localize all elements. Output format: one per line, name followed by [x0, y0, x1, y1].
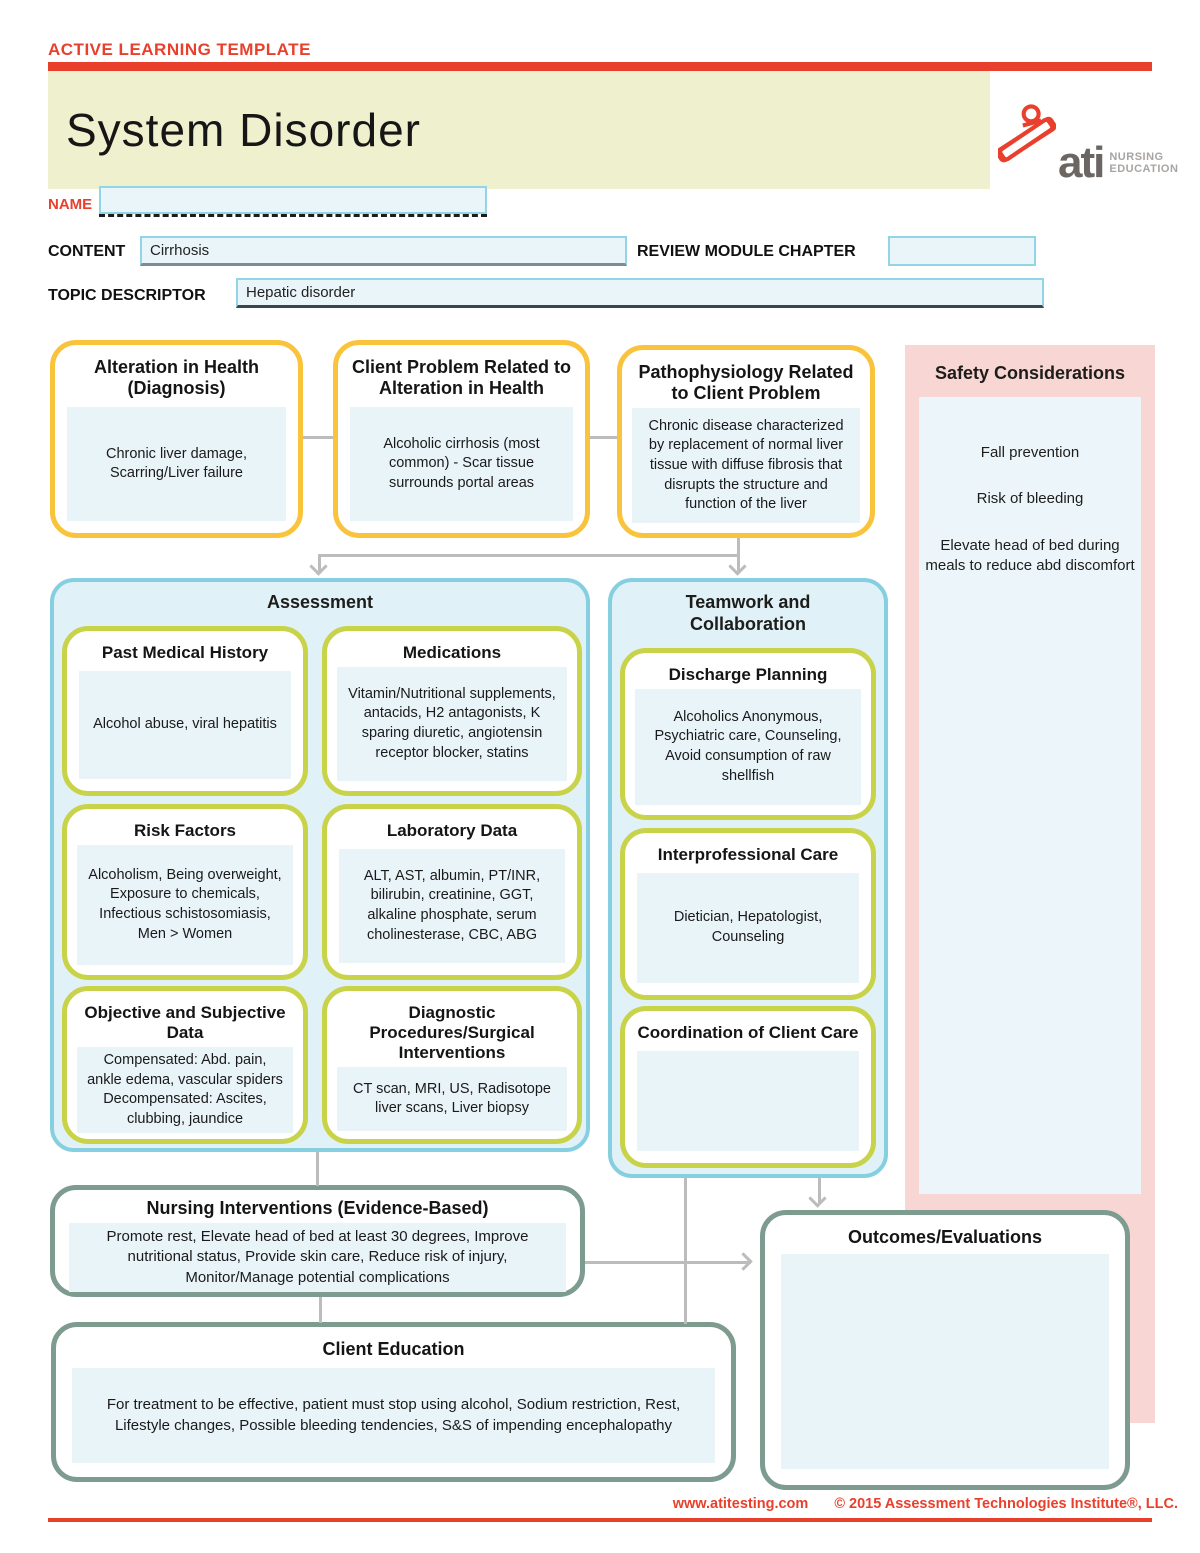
- coordination-client-care-field[interactable]: [637, 1051, 859, 1151]
- active-learning-template-label: ACTIVE LEARNING TEMPLATE: [48, 40, 311, 59]
- box-discharge-planning: Discharge Planning Alcoholics Anonymous,…: [620, 648, 876, 820]
- content-label: CONTENT: [48, 243, 126, 260]
- ati-logo-education: EDUCATION: [1109, 163, 1179, 176]
- box-risk-factors: Risk Factors Alcoholism, Being overweigh…: [62, 804, 308, 980]
- ati-logo-subtext: NURSING EDUCATION: [1109, 151, 1178, 176]
- teamwork-title: Teamwork and Collaboration: [685, 592, 811, 634]
- connector-line: [318, 554, 321, 572]
- box-pathophysiology-field[interactable]: Chronic disease characterized by replace…: [632, 408, 860, 523]
- laboratory-data-field[interactable]: ALT, AST, albumin, PT/INR, bilirubin, cr…: [339, 849, 565, 963]
- objective-subjective-title: Objective and Subjective Data: [84, 1003, 286, 1043]
- review-module-chapter-label: REVIEW MODULE CHAPTER: [637, 243, 856, 260]
- medications-field[interactable]: Vitamin/Nutritional supplements, antacid…: [337, 667, 567, 781]
- box-nursing-interventions: Nursing Interventions (Evidence-Based) P…: [50, 1185, 585, 1297]
- box-client-problem-field[interactable]: Alcoholic cirrhosis (most common) - Scar…: [350, 407, 573, 521]
- safety-item: Risk of bleeding: [976, 490, 1084, 508]
- client-education-title: Client Education: [322, 1339, 465, 1359]
- footer-red-line: [48, 1518, 1152, 1522]
- page-title: System Disorder: [66, 104, 421, 156]
- ati-logo-nursing: NURSING: [1109, 150, 1164, 163]
- footer-copyright: © 2015 Assessment Technologies Institute…: [834, 1496, 1178, 1512]
- nursing-interventions-title: Nursing Interventions (Evidence-Based): [146, 1198, 489, 1218]
- arrow-right-icon: [734, 1252, 753, 1271]
- connector-line: [585, 1261, 751, 1264]
- box-laboratory-data: Laboratory Data ALT, AST, albumin, PT/IN…: [322, 804, 582, 980]
- title-banner: System Disorder: [48, 71, 990, 189]
- box-diagnostic-procedures: Diagnostic Procedures/Surgical Intervent…: [322, 986, 582, 1144]
- discharge-planning-field[interactable]: Alcoholics Anonymous, Psychiatric care, …: [635, 689, 861, 805]
- safety-considerations-field[interactable]: Fall prevention Risk of bleeding Elevate…: [919, 397, 1141, 1194]
- content-input[interactable]: [140, 236, 627, 266]
- footer: www.atitesting.com © 2015 Assessment Tec…: [673, 1496, 1178, 1512]
- name-input[interactable]: [99, 186, 487, 214]
- box-objective-subjective-data: Objective and Subjective Data Compensate…: [62, 986, 308, 1144]
- teamwork-panel: Teamwork and Collaboration Discharge Pla…: [608, 578, 888, 1178]
- past-medical-history-field[interactable]: Alcohol abuse, viral hepatitis: [79, 671, 291, 779]
- laboratory-data-title: Laboratory Data: [386, 821, 518, 840]
- coordination-client-care-title: Coordination of Client Care: [637, 1023, 859, 1042]
- assessment-panel: Assessment Past Medical History Alcohol …: [50, 578, 590, 1152]
- header-red-bar: [48, 62, 1152, 71]
- arrow-down-icon: [808, 1189, 827, 1208]
- box-alteration-in-health: Alteration in Health (Diagnosis) Chronic…: [50, 340, 303, 538]
- outcomes-evaluations-title: Outcomes/Evaluations: [847, 1227, 1043, 1247]
- box-alteration-title: Alteration in Health (Diagnosis): [93, 357, 259, 399]
- box-client-problem-title: Client Problem Related to Alteration in …: [351, 357, 572, 399]
- box-interprofessional-care: Interprofessional Care Dietician, Hepato…: [620, 828, 876, 1000]
- name-label: NAME: [48, 196, 93, 213]
- box-pathophysiology-title: Pathophysiology Related to Client Proble…: [638, 362, 854, 404]
- risk-factors-field[interactable]: Alcoholism, Being overweight, Exposure t…: [77, 845, 293, 965]
- box-alteration-field[interactable]: Chronic liver damage, Scarring/Liver fai…: [67, 407, 286, 521]
- diagnostic-procedures-field[interactable]: CT scan, MRI, US, Radisotope liver scans…: [337, 1067, 567, 1131]
- box-pathophysiology: Pathophysiology Related to Client Proble…: [617, 345, 875, 538]
- past-medical-history-title: Past Medical History: [101, 643, 269, 662]
- box-medications: Medications Vitamin/Nutritional suppleme…: [322, 626, 582, 796]
- connector-line: [590, 436, 617, 439]
- connector-line: [737, 554, 740, 572]
- ati-logo-icon: [995, 95, 1057, 180]
- arrow-down-icon: [728, 557, 747, 576]
- box-past-medical-history: Past Medical History Alcohol abuse, vira…: [62, 626, 308, 796]
- topic-descriptor-label: TOPIC DESCRIPTOR: [48, 287, 206, 304]
- review-module-chapter-input[interactable]: [888, 236, 1036, 266]
- nursing-interventions-field[interactable]: Promote rest, Elevate head of bed at lea…: [69, 1223, 566, 1292]
- connector-line: [737, 538, 740, 556]
- box-coordination-client-care: Coordination of Client Care: [620, 1006, 876, 1168]
- footer-site-url: www.atitesting.com: [672, 1496, 809, 1512]
- box-client-education: Client Education For treatment to be eff…: [51, 1322, 736, 1482]
- arrow-down-icon: [309, 557, 328, 576]
- safety-considerations-title: Safety Considerations: [934, 363, 1126, 383]
- interprofessional-care-field[interactable]: Dietician, Hepatologist, Counseling: [637, 873, 859, 983]
- name-underline: [99, 214, 487, 217]
- connector-line: [319, 1297, 322, 1323]
- box-outcomes-evaluations: Outcomes/Evaluations: [760, 1210, 1130, 1490]
- objective-subjective-field[interactable]: Compensated: Abd. pain, ankle edema, vas…: [77, 1047, 293, 1134]
- diagnostic-procedures-title: Diagnostic Procedures/Surgical Intervent…: [369, 1003, 535, 1063]
- ati-logo: ati NURSING EDUCATION: [995, 88, 1178, 187]
- client-education-field[interactable]: For treatment to be effective, patient m…: [72, 1368, 715, 1463]
- assessment-title: Assessment: [266, 592, 374, 612]
- safety-item: Fall prevention: [980, 444, 1080, 461]
- connector-line: [684, 1178, 687, 1324]
- box-client-problem: Client Problem Related to Alteration in …: [333, 340, 590, 538]
- connector-line: [318, 554, 740, 557]
- topic-descriptor-input[interactable]: [236, 278, 1044, 308]
- outcomes-evaluations-field[interactable]: [781, 1254, 1109, 1469]
- connector-line: [303, 436, 333, 439]
- medications-title: Medications: [402, 643, 502, 662]
- connector-line: [316, 1152, 319, 1186]
- ati-logo-text: ati: [1058, 137, 1105, 187]
- discharge-planning-title: Discharge Planning: [668, 665, 828, 684]
- safety-item: Elevate head of bed during meals to redu…: [925, 536, 1135, 574]
- interprofessional-care-title: Interprofessional Care: [657, 845, 839, 864]
- risk-factors-title: Risk Factors: [133, 821, 237, 840]
- connector-line: [818, 1178, 821, 1204]
